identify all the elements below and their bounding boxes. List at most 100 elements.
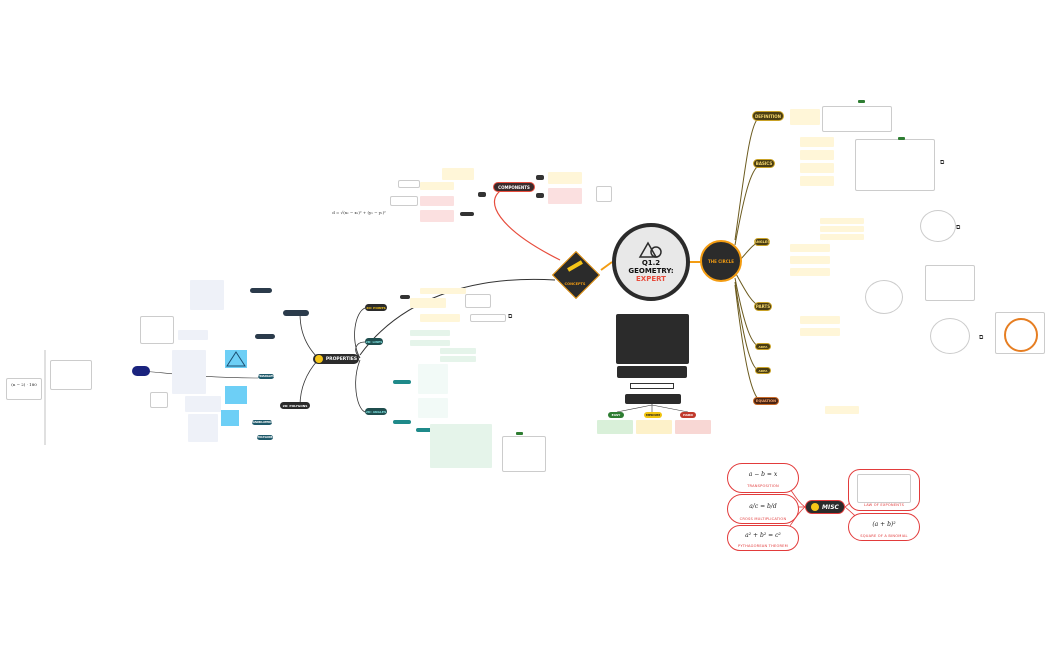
triangle-centers-node[interactable] [132,366,150,376]
equation-node[interactable]: EQUATION [753,397,779,405]
external-link-icon-4[interactable]: ⧉ [508,313,513,320]
geogebra-badge [858,100,865,103]
polygon-sum-box: (n − 2) · 180 [6,378,42,400]
misc-transposition[interactable]: a − b = x TRANSPOSITION [727,463,799,493]
triangles-node[interactable]: TRIANGLES [258,374,274,379]
definition-diagram [822,106,892,132]
lines-note-2 [410,340,450,346]
transversal-diagram [502,436,546,472]
external-link-icon-2[interactable]: ⧉ [956,224,961,231]
area-note-2 [800,328,840,336]
equation-note [825,406,859,414]
triangle-center-diagram [50,360,92,390]
circle-angles-label: ANGLES [754,240,770,244]
components-left-1[interactable] [478,192,486,197]
angles-sub-1[interactable] [393,380,411,384]
points-tag[interactable] [400,295,410,299]
angles-node[interactable]: 2D: ANGLES [365,408,387,415]
lines-node[interactable]: 2D: LINES [365,338,383,345]
parts-note-2 [790,256,830,264]
misc-law-of-exponents[interactable]: LAW OF EXPONENTS [848,469,920,511]
central-title-line2: GEOMETRY: [628,267,674,275]
geogebra-badge-2 [898,137,905,140]
parts-note-1 [790,244,830,252]
properties-node[interactable]: PROPERTIES [313,354,359,364]
geogebra-badge-3 [516,432,523,435]
geometry-shapes-icon [638,241,662,258]
angles-sub-2[interactable] [393,420,411,424]
components-node[interactable]: COMPONENTS [493,182,535,192]
easy-button[interactable]: EASY [608,412,624,418]
area-circle-colored [1004,318,1038,352]
central-title-line3: EXPERT [636,275,666,283]
parts-node[interactable]: PARTS [754,302,772,311]
points-node[interactable]: 2D: POINTS [365,304,387,311]
transposition-formula: a − b = x [748,470,778,478]
cross-multiplication-formula: a/c = b/d [749,502,777,510]
triangles-label: TRIANGLES [258,375,274,378]
misc-label: MISC [822,503,839,511]
circle-angles-node[interactable]: ANGLES [754,238,770,246]
components-graph [596,186,612,202]
points-note-2 [410,298,446,308]
angles-note-a [418,364,448,394]
square-of-binomial-caption: SQUARE OF A BINOMIAL [860,534,908,538]
transposition-caption: TRANSPOSITION [747,484,779,488]
angles-note-3 [820,234,864,240]
lines-note-4 [440,356,476,362]
quad-note [185,396,221,412]
angles-label: 2D: ANGLES [365,409,387,414]
polygon-props-sub[interactable] [250,288,272,293]
polygons-node[interactable]: 2D: POLYGONS [280,402,310,409]
misc-cross-multiplication[interactable]: a/c = b/d CROSS MULTIPLICATION [727,494,799,524]
equation-label: EQUATION [755,399,777,403]
concepts-node[interactable]: CONCEPTS [551,250,601,300]
basics-node[interactable]: BASICS [753,159,775,168]
general-polygons-node[interactable]: POLYGONS [257,435,273,440]
pythagorean-caption: PYTHAGOREAN THEOREM [738,544,788,548]
circle-area-node-2[interactable]: AREA [755,367,771,374]
binomial-formula: (a + b)² [872,520,896,528]
task-card-4 [625,394,681,404]
circle-area-label-2: AREA [758,368,768,373]
circle-area-node[interactable]: AREA [755,343,771,350]
misc-emoji-icon [811,503,820,511]
quadrilateral-node[interactable]: QUADRILATERAL [250,420,274,425]
definition-node[interactable]: DEFINITION [752,111,784,121]
angles-sub-3[interactable] [416,428,434,432]
medium-button[interactable]: MEDIUM [644,412,662,418]
external-link-icon-1[interactable]: ⧉ [940,159,945,166]
polygon-properties-node[interactable] [283,310,309,316]
general-polygons-label: POLYGONS [257,436,273,439]
medium-note [636,420,672,434]
misc-square-of-binomial[interactable]: (a + b)² SQUARE OF A BINOMIAL [848,513,920,541]
parts-diagram-2 [865,280,903,314]
legend-note [572,330,602,346]
basics-note-4 [800,176,834,186]
the-circle-node[interactable]: THE CIRCLE [700,240,742,282]
components-thumb-1 [398,180,420,188]
points-note-3 [420,314,460,322]
central-topic[interactable]: Q1.2 GEOMETRY: EXPERT [612,223,690,301]
hard-button[interactable]: HARD [680,412,696,418]
components-left-2[interactable] [460,212,474,216]
components-item-2[interactable] [536,193,544,198]
basics-graph [855,139,935,191]
emoji-icon [314,355,323,363]
components-item-1[interactable] [536,175,544,180]
misc-pythagorean[interactable]: a² + b² = c² PYTHAGOREAN THEOREM [727,525,799,551]
triangle-diagram-2 [150,392,168,408]
polygon-props-sub-2[interactable] [255,334,275,339]
parts-label: PARTS [755,304,771,309]
square-shape [225,386,247,404]
exponents-table [857,474,911,503]
easy-note [597,420,633,434]
task-card [616,314,689,364]
lines-label: 2D: LINES [365,339,383,344]
misc-node[interactable]: MISC [805,500,845,514]
components-label: COMPONENTS [498,184,530,190]
triangle-notes [172,350,206,394]
external-link-icon-3[interactable]: ⧉ [979,334,984,341]
triangle-diagram [140,316,174,344]
